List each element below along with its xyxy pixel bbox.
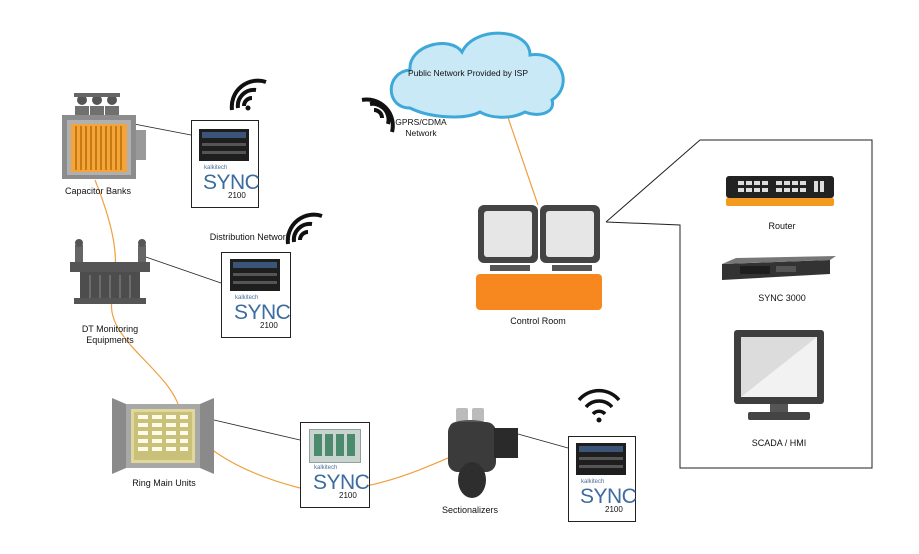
scada-monitor-icon (734, 330, 824, 420)
sectionalizer-icon (448, 408, 518, 498)
dt-monitoring-label: DT Monitoring Equipments (81, 324, 139, 345)
control-room-label: Control Room (510, 316, 566, 326)
brand-label: kalkitech (235, 295, 259, 301)
ring-main-units-label: Ring Main Units (132, 478, 196, 488)
gprs-network-label: GPRS/CDMA Network (395, 117, 447, 138)
cloud-icon (389, 31, 565, 119)
ring-main-unit-icon (112, 398, 214, 474)
model-label: 2100 (260, 321, 278, 330)
scada-hmi-label: SCADA / HMI (751, 438, 807, 448)
connector-dt (139, 254, 222, 284)
control-room-icon (476, 205, 602, 310)
wireless-signal-icon (229, 78, 267, 111)
brand-label: kalkitech (204, 165, 228, 171)
capacitor-bank-icon (62, 93, 146, 179)
device-unit-icon (230, 259, 280, 291)
device-unit-icon (576, 443, 626, 475)
cloud-label: Public Network Provided by ISP (408, 68, 528, 78)
connector-sectionalizer (517, 433, 569, 449)
connector-rmu (213, 419, 301, 441)
sync2100-device-rmu: kalkitech SYNC 2100 (300, 422, 370, 508)
sync3000-icon (722, 256, 836, 280)
capacitor-banks-label: Capacitor Banks (64, 186, 132, 196)
sync-logo: SYNC (234, 301, 291, 324)
sync2100-device-dt: kalkitech SYNC 2100 (221, 252, 291, 338)
connector-capacitor (133, 123, 192, 136)
sync2100-device-sectionalizer: kalkitech SYNC 2100 (568, 436, 637, 522)
router-label: Router (768, 221, 796, 231)
wireless-signal-icon (361, 97, 395, 133)
sync-logo: SYNC (203, 171, 260, 194)
wifi-icon (577, 388, 621, 423)
router-icon (726, 176, 834, 206)
model-label: 2100 (228, 191, 246, 200)
device-unit-icon (199, 129, 249, 161)
sync2100-device-capacitor: kalkitech SYNC 2100 (191, 120, 260, 208)
sectionalizers-label: Sectionalizers (441, 505, 499, 515)
model-label: 2100 (339, 491, 357, 500)
sync-logo: SYNC (313, 471, 370, 494)
transformer-icon (70, 239, 150, 304)
distribution-network-label: Distribution Network (209, 232, 291, 242)
brand-label: kalkitech (314, 465, 338, 471)
sync-logo: SYNC (580, 485, 637, 508)
model-label: 2100 (605, 505, 623, 514)
brand-label: kalkitech (581, 479, 605, 485)
sync3000-label: SYNC 3000 (758, 293, 806, 303)
wireless-signal-icon (285, 212, 323, 245)
device-unit-icon (309, 429, 361, 463)
